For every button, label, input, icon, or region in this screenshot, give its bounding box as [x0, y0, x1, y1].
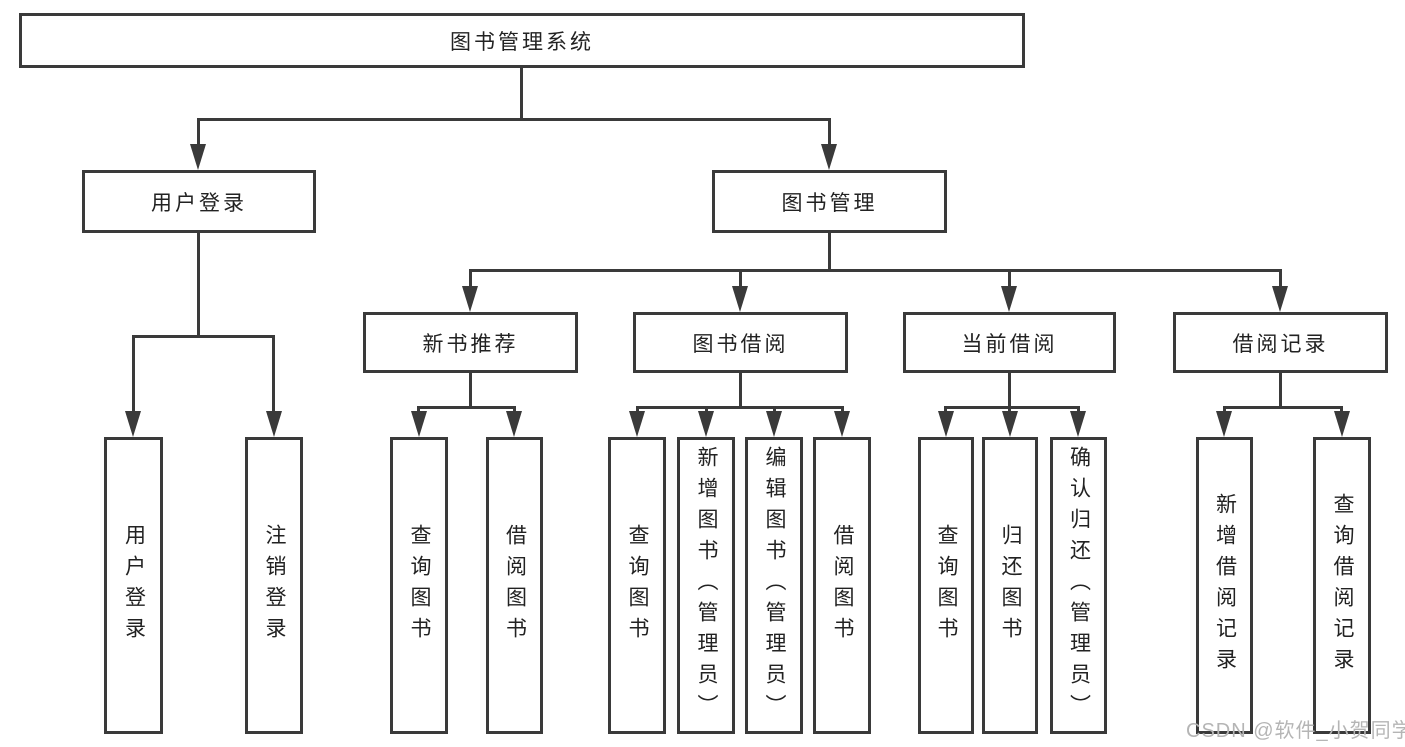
arrowhead-down-icon [1070, 411, 1086, 437]
leaf-recommend-borrow-books: 借阅图书 [486, 437, 543, 734]
connector-leaf-stem [705, 406, 708, 415]
node-borrow-records: 借阅记录 [1173, 312, 1388, 373]
connector-leaf-stem [1223, 406, 1226, 415]
connector-book-mgmt-down [828, 233, 831, 272]
leaf-borrow-add-books-admin: 新增图书（管理员） [677, 437, 735, 734]
connector-borrow-down [739, 373, 742, 408]
node-book-management: 图书管理 [712, 170, 947, 233]
arrowhead-down-icon [1334, 411, 1350, 437]
leaf-recommend-query-books: 查询图书 [390, 437, 448, 734]
connector-recommend-down [469, 373, 472, 408]
connector-user-login-bar [132, 335, 275, 338]
connector-leaf-stem [272, 338, 275, 414]
leaf-records-add-record: 新增借阅记录 [1196, 437, 1253, 734]
connector-level3-stem [1008, 272, 1011, 290]
connector-leaf-stem [944, 406, 947, 415]
leaf-borrow-edit-books-admin: 编辑图书（管理员） [745, 437, 803, 734]
connector-borrow-bar [636, 406, 844, 409]
leaf-borrow-borrow-books: 借阅图书 [813, 437, 871, 734]
node-user-login: 用户登录 [82, 170, 316, 233]
arrowhead-down-icon [732, 286, 748, 312]
arrowhead-down-icon [766, 411, 782, 437]
connector-current-bar [944, 406, 1080, 409]
arrowhead-down-icon [1216, 411, 1232, 437]
arrowhead-down-icon [266, 411, 282, 437]
arrowhead-down-icon [125, 411, 141, 437]
arrowhead-down-icon [834, 411, 850, 437]
connector-leaf-stem [417, 406, 420, 415]
arrowhead-down-icon [1002, 411, 1018, 437]
leaf-current-return-books: 归还图书 [982, 437, 1038, 734]
connector-user-login-stem [197, 121, 200, 149]
node-new-book-recommend: 新书推荐 [363, 312, 578, 373]
arrowhead-down-icon [190, 144, 206, 170]
connector-leaf-stem [1340, 406, 1343, 415]
arrowhead-down-icon [938, 411, 954, 437]
connector-records-down [1279, 373, 1282, 408]
arrowhead-down-icon [629, 411, 645, 437]
connector-records-bar [1223, 406, 1343, 409]
node-current-borrow: 当前借阅 [903, 312, 1116, 373]
connector-leaf-stem [1008, 406, 1011, 415]
leaf-current-confirm-return-admin: 确认归还（管理员） [1050, 437, 1107, 734]
connector-book-mgmt-stem [828, 121, 831, 149]
connector-leaf-stem [773, 406, 776, 415]
connector-level2-bar [197, 118, 831, 121]
connector-level3-stem [739, 272, 742, 290]
connector-current-down [1008, 373, 1011, 408]
arrowhead-down-icon [1272, 286, 1288, 312]
connector-leaf-stem [1077, 406, 1080, 415]
arrowhead-down-icon [1001, 286, 1017, 312]
leaf-borrow-query-books: 查询图书 [608, 437, 666, 734]
arrowhead-down-icon [506, 411, 522, 437]
csdn-watermark: CSDN @软件_小贺同学 [1186, 720, 1405, 742]
connector-leaf-stem [841, 406, 844, 415]
leaf-logout: 注销登录 [245, 437, 303, 734]
connector-user-login-down [197, 233, 200, 337]
node-book-borrow: 图书借阅 [633, 312, 848, 373]
node-root-library-system: 图书管理系统 [19, 13, 1025, 68]
arrowhead-down-icon [411, 411, 427, 437]
leaf-records-query-record: 查询借阅记录 [1313, 437, 1371, 734]
leaf-current-query-books: 查询图书 [918, 437, 974, 734]
connector-root-stem [520, 68, 523, 120]
connector-recommend-bar [417, 406, 516, 409]
connector-leaf-stem [513, 406, 516, 415]
connector-level3-stem [469, 272, 472, 290]
connector-level3-bar [469, 269, 1282, 272]
arrowhead-down-icon [698, 411, 714, 437]
connector-leaf-stem [636, 406, 639, 415]
arrowhead-down-icon [821, 144, 837, 170]
leaf-user-login: 用户登录 [104, 437, 163, 734]
connector-level3-stem [1279, 272, 1282, 290]
arrowhead-down-icon [462, 286, 478, 312]
connector-leaf-stem [132, 338, 135, 414]
